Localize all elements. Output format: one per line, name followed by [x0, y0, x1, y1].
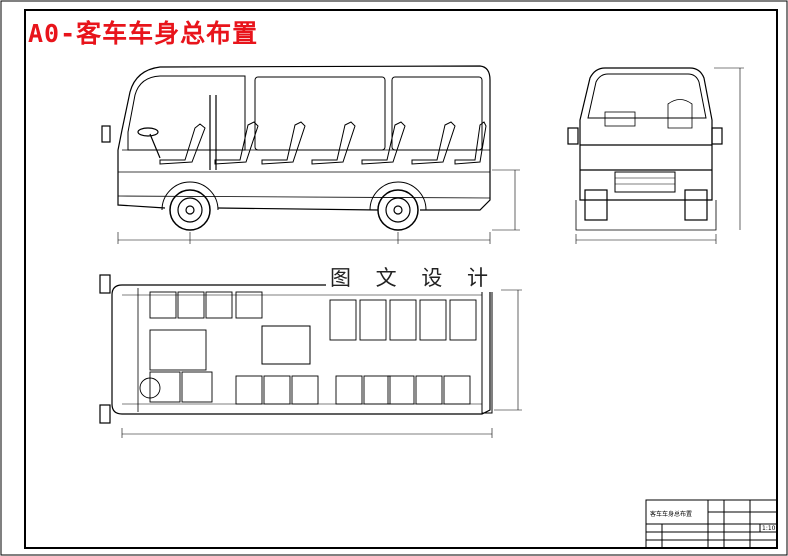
front-wheel	[169, 189, 211, 231]
top-view	[99, 274, 522, 438]
rear-wheel	[377, 189, 419, 231]
title-block-scale: 1:10	[762, 525, 776, 532]
title-block-name: 客车车身总布置	[650, 511, 693, 518]
drawing-title: A0-客车车身总布置	[28, 19, 259, 48]
inner-border	[24, 9, 778, 549]
side-view	[101, 65, 520, 244]
watermark-text: 图 文 设 计	[326, 262, 502, 292]
title-block	[645, 499, 778, 549]
steering-wheel-top	[139, 377, 161, 399]
front-view	[567, 67, 744, 244]
